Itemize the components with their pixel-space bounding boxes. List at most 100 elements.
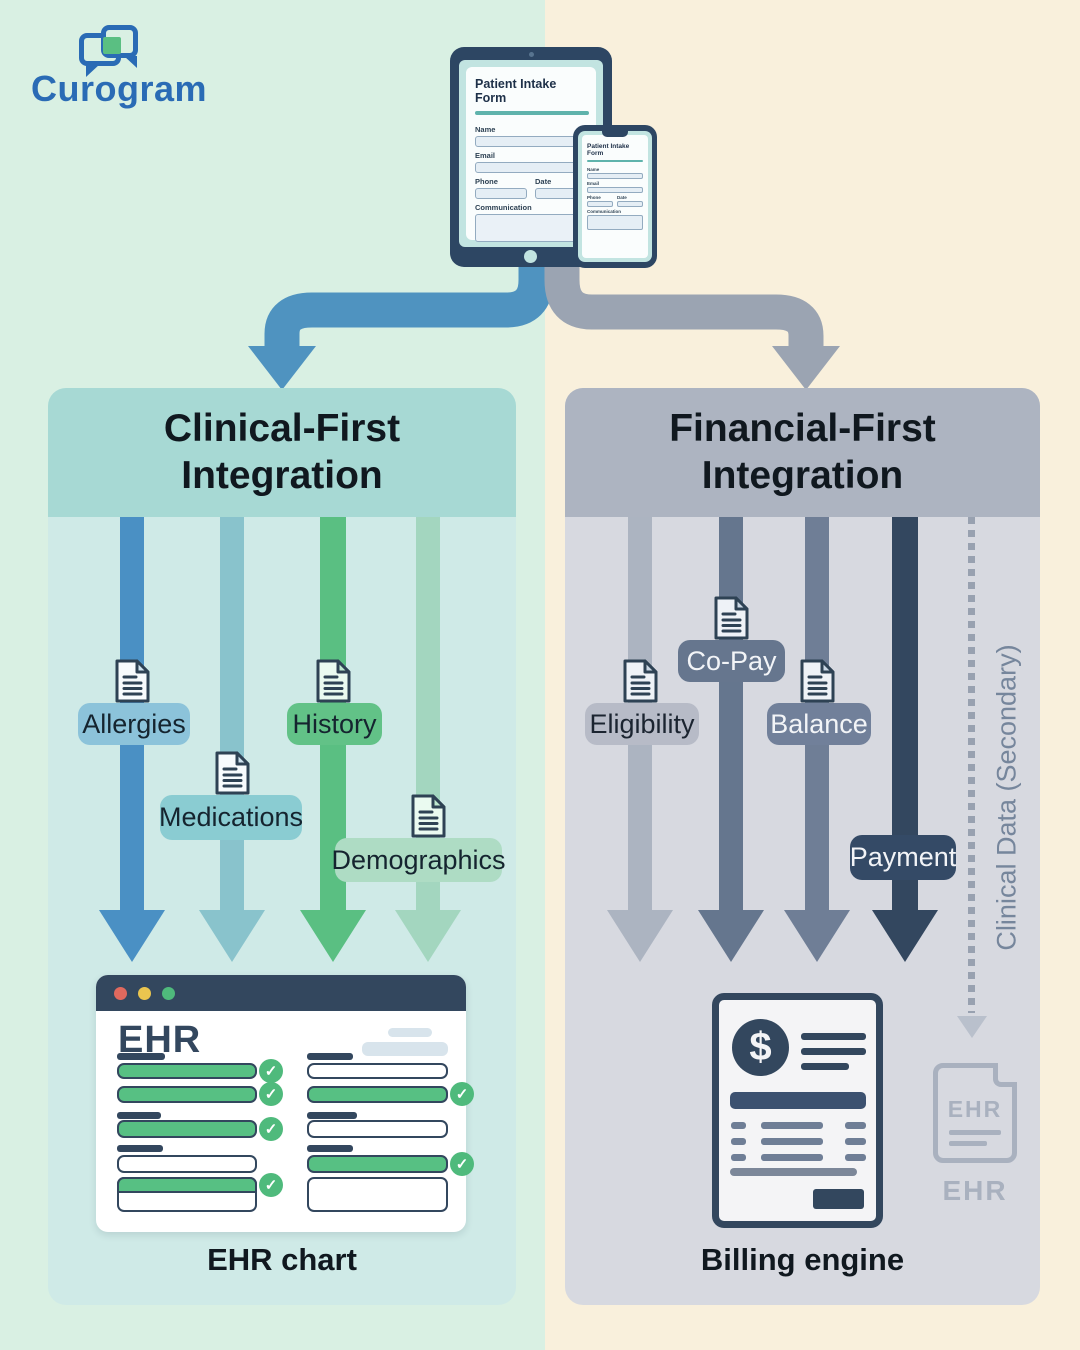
invoice-line — [801, 1063, 849, 1070]
empty-field[interactable] — [307, 1063, 448, 1079]
flow-arrowhead — [607, 910, 673, 962]
phone-device: Patient Intake Form Name Email Phone Dat… — [573, 125, 657, 268]
secondary-dotted-arrowhead — [957, 1016, 987, 1038]
intake-form-card-mini: Patient Intake Form Name Email Phone Dat… — [582, 135, 648, 258]
filled-field[interactable] — [307, 1155, 448, 1173]
ghost-line — [949, 1130, 1001, 1135]
empty-field[interactable] — [307, 1120, 448, 1138]
check-icon: ✓ — [259, 1082, 283, 1106]
invoice-cell — [731, 1122, 746, 1129]
minimize-dot-icon[interactable] — [138, 987, 151, 1000]
phone-input[interactable] — [475, 188, 527, 199]
financial-panel-title-text: Financial-First Integration — [669, 406, 936, 497]
flow-arrowhead — [872, 910, 938, 962]
document-icon — [714, 596, 749, 640]
field-label-bar — [117, 1112, 161, 1119]
communication-input[interactable] — [587, 215, 643, 230]
partially-filled-field[interactable] — [117, 1177, 257, 1212]
email-input[interactable] — [475, 162, 587, 173]
phone-input[interactable] — [587, 201, 613, 207]
secondary-dotted-flow — [968, 517, 975, 1013]
invoice-line — [801, 1033, 866, 1040]
field-label-communication: Communication — [475, 203, 532, 212]
intake-form-title: Patient Intake Form — [475, 77, 557, 105]
document-icon — [215, 751, 250, 795]
folded-corner-icon — [993, 1063, 1017, 1087]
field-label-phone: Phone — [587, 195, 601, 200]
filled-field[interactable] — [117, 1120, 257, 1138]
header-placeholder-bar — [388, 1028, 432, 1037]
field-label-date: Date — [535, 177, 552, 186]
field-label-communication: Communication — [587, 209, 622, 214]
invoice-cell — [761, 1138, 823, 1145]
field-label-name: Name — [587, 167, 600, 172]
document-icon — [411, 794, 446, 838]
empty-field[interactable] — [117, 1155, 257, 1173]
phone-screen: Patient Intake Form Name Email Phone Dat… — [578, 131, 652, 262]
invoice-cell — [761, 1122, 823, 1129]
check-icon: ✓ — [259, 1173, 283, 1197]
clinical-branch-arrow — [264, 260, 554, 348]
invoice-cell — [845, 1122, 866, 1129]
flow-arrowhead — [199, 910, 265, 962]
flow-label-allergies: Allergies — [78, 703, 190, 745]
check-icon: ✓ — [450, 1082, 474, 1106]
ehr-window: EHR ✓ ✓ ✓ ✓ ✓ — [96, 975, 474, 1232]
invoice-total-line — [730, 1168, 857, 1176]
clinical-panel: Clinical-First Integration Allergies Med… — [48, 388, 516, 1305]
filled-field[interactable] — [307, 1086, 448, 1103]
check-icon: ✓ — [259, 1117, 283, 1141]
field-label-bar — [307, 1112, 357, 1119]
clinical-branch-arrowhead — [248, 346, 316, 390]
invoice-cell — [731, 1138, 746, 1145]
billing-invoice-icon: $ — [712, 993, 883, 1228]
financial-panel: Financial-First Integration Clinical Dat… — [565, 388, 1040, 1305]
date-input[interactable] — [617, 201, 643, 207]
flow-arrowhead — [784, 910, 850, 962]
empty-field[interactable] — [307, 1177, 448, 1212]
flow-label-eligibility: Eligibility — [585, 703, 699, 745]
check-icon: ✓ — [450, 1152, 474, 1176]
filled-field[interactable] — [117, 1086, 257, 1103]
name-input[interactable] — [475, 136, 587, 147]
intake-form-title: Patient Intake Form — [587, 143, 630, 157]
flow-label-copay: Co-Pay — [678, 640, 785, 682]
brand-name: Curogram — [31, 68, 208, 109]
phone-notch — [602, 131, 628, 137]
field-label-bar — [117, 1145, 163, 1152]
field-label-date: Date — [617, 195, 627, 200]
flow-arrowhead — [395, 910, 461, 962]
flow-label-balance: Balance — [767, 703, 871, 745]
tablet-home-button — [524, 250, 537, 263]
clinical-panel-title-text: Clinical-First Integration — [163, 406, 401, 497]
financial-panel-title: Financial-First Integration — [565, 388, 1040, 517]
name-input[interactable] — [587, 173, 643, 179]
invoice-cell — [761, 1154, 823, 1161]
flow-label-demographics: Demographics — [331, 838, 506, 882]
document-icon — [623, 659, 658, 703]
ehr-window-titlebar — [96, 975, 466, 1011]
flow-arrowhead — [300, 910, 366, 962]
logo-accent-square — [103, 37, 121, 54]
maximize-dot-icon[interactable] — [162, 987, 175, 1000]
email-input[interactable] — [587, 187, 643, 193]
filled-field[interactable] — [117, 1063, 257, 1079]
field-label-phone: Phone — [475, 177, 498, 186]
flow-bar-medications — [220, 517, 244, 910]
invoice-pay-button[interactable] — [813, 1189, 864, 1209]
financial-branch-arrowhead — [772, 346, 840, 390]
ghost-ehr-caption: EHR — [942, 1175, 1008, 1206]
close-dot-icon[interactable] — [114, 987, 127, 1000]
branch-arrows — [248, 260, 840, 390]
document-icon — [800, 659, 835, 703]
flow-label-payment: Payment — [850, 835, 956, 880]
field-label-email: Email — [475, 151, 496, 160]
invoice-cell — [845, 1154, 866, 1161]
filled-field-top — [117, 1177, 257, 1193]
ghost-ehr-inner-label: EHR — [947, 1096, 1003, 1122]
document-icon — [115, 659, 150, 703]
secondary-flow-label: Clinical Data (Secondary) — [991, 644, 1022, 951]
communication-input[interactable] — [475, 214, 587, 242]
invoice-cell — [731, 1154, 746, 1161]
dollar-icon: $ — [732, 1019, 789, 1076]
